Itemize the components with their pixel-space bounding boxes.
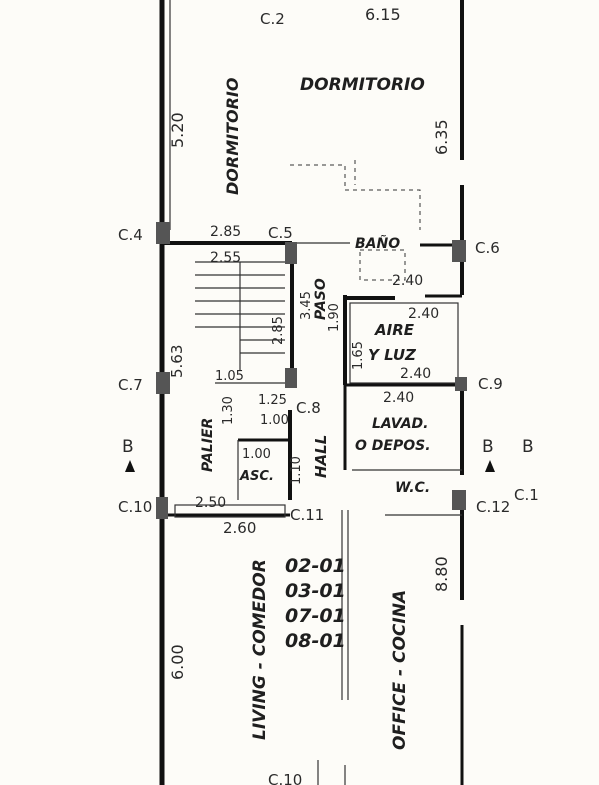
- unit-number: 07-01: [285, 605, 346, 627]
- dimension-label: 5.63: [168, 345, 186, 378]
- column-label-c6: C.6: [475, 239, 500, 257]
- section-mark-far-right: B: [522, 437, 534, 457]
- dimension-label: 1.05: [215, 369, 244, 384]
- unit-number: 03-01: [285, 580, 346, 602]
- dimension-label: 1.25: [258, 393, 287, 408]
- column-label-c2: C.2: [260, 10, 285, 28]
- unit-numbers: 02-01 03-01 07-01 08-01: [285, 555, 346, 652]
- room-wc: W.C.: [395, 480, 430, 496]
- dimension-label: 6.15: [365, 5, 401, 24]
- structural-columns: [156, 222, 467, 519]
- dimension-labels: 6.15 5.20 6.35 2.85 2.55 2.40 2.40 2.40 …: [168, 5, 451, 680]
- dimension-label: 2.55: [210, 250, 241, 266]
- column-label-c10-bottom: C.10: [268, 771, 302, 785]
- column-label-c12: C.12: [476, 498, 510, 516]
- room-dormitorio-top: DORMITORIO: [300, 75, 425, 95]
- unit-number: 02-01: [285, 555, 346, 577]
- dimension-label: 1.65: [351, 341, 366, 370]
- dimension-label: 5.20: [168, 112, 187, 148]
- room-dormitorio-side: DORMITORIO: [223, 77, 242, 195]
- column-label-c5: C.5: [268, 224, 293, 242]
- stairs: [195, 261, 290, 384]
- dimension-label: 2.40: [408, 306, 439, 322]
- room-lavad-line2: O DEPOS.: [355, 438, 431, 454]
- room-hall: HALL: [312, 435, 330, 478]
- column-labels: C.2 C.4 C.5 C.6 C.7 C.8 C.9 C.10 C.11 C.…: [118, 10, 539, 785]
- walls: [159, 0, 464, 785]
- dimension-label: 1.30: [221, 396, 236, 425]
- column-label-c9: C.9: [478, 375, 503, 393]
- dimension-label: 6.00: [168, 644, 187, 680]
- dimension-label: 1.00: [260, 413, 289, 428]
- room-bano: BAÑO: [355, 235, 400, 252]
- column-label-c7: C.7: [118, 376, 143, 394]
- room-paso: PASO: [313, 278, 329, 320]
- dimension-label: 2.50: [195, 495, 226, 511]
- dimension-label: 2.85: [271, 316, 286, 345]
- dimension-label: 1.00: [242, 447, 271, 462]
- room-asc: ASC.: [239, 469, 274, 484]
- section-mark-left: B: [122, 437, 134, 457]
- room-living: LIVING - COMEDOR: [250, 559, 270, 740]
- room-office: OFFICE - COCINA: [390, 590, 410, 750]
- section-mark-right: B: [482, 437, 494, 457]
- room-lavad-line1: LAVAD.: [372, 416, 428, 432]
- dimension-label: 2.40: [400, 366, 431, 382]
- room-aire-line1: AIRE: [374, 321, 415, 339]
- room-labels: DORMITORIO DORMITORIO BAÑO PASO AIRE Y L…: [200, 75, 431, 750]
- dimension-label: 1.90: [327, 303, 342, 332]
- dimension-label: 6.35: [432, 119, 451, 155]
- dimension-label: 3.45: [299, 291, 314, 320]
- unit-number: 08-01: [285, 630, 346, 652]
- section-markers: [125, 460, 495, 472]
- column-label-c11: C.11: [290, 506, 324, 524]
- column-label-c10: C.10: [118, 498, 152, 516]
- dimension-label: 2.40: [383, 390, 414, 406]
- column-label-c8: C.8: [296, 399, 321, 417]
- bathroom-fixtures: [290, 160, 421, 281]
- dimension-label: 2.60: [223, 519, 256, 537]
- dimension-label: 2.40: [392, 273, 423, 289]
- column-label-c4: C.4: [118, 226, 143, 244]
- dimension-label: 2.85: [210, 224, 241, 240]
- column-label-c1-right: C.1: [514, 486, 539, 504]
- room-aire-line2: Y LUZ: [368, 346, 417, 364]
- dimension-label: 1.10: [289, 456, 304, 485]
- room-palier: PALIER: [200, 418, 216, 472]
- dimension-label: 8.80: [432, 556, 451, 592]
- section-letters: B B B: [122, 437, 534, 457]
